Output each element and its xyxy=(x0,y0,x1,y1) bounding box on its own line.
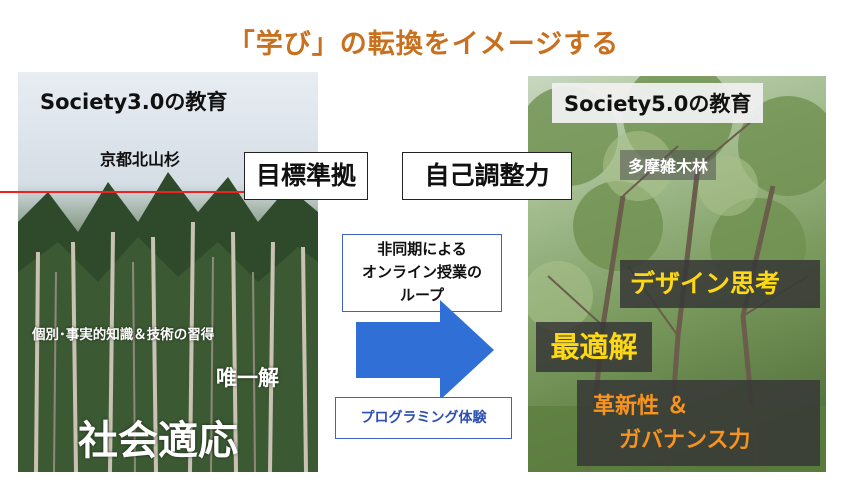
innovation-line-1: 革新性 ＆ xyxy=(593,394,689,419)
page-title: 「学び」の転換をイメージする xyxy=(227,29,620,60)
online-loop-note: 非同期による オンライン授業の ループ xyxy=(342,234,502,312)
design-thinking-label: デザイン思考 xyxy=(620,260,820,308)
online-note-line-1: 非同期による xyxy=(377,240,467,258)
transition-arrow-icon xyxy=(356,300,494,400)
red-strike-line xyxy=(0,191,340,193)
society5-heading: Society5.0の教育 xyxy=(552,83,764,123)
cedar-forest-photo xyxy=(18,72,318,472)
optimal-solution-label: 最適解 xyxy=(536,322,652,372)
kitayama-cedar-label: 京都北山杉 xyxy=(100,150,181,169)
goal-referenced-box: 目標準拠 xyxy=(244,152,368,200)
individual-knowledge-text: 個別･事実的知識＆技術の習得 xyxy=(32,327,215,343)
tama-woodland-label: 多摩雑木林 xyxy=(620,150,717,180)
innovation-line-2: ガバナンス力 xyxy=(619,428,751,453)
cedar-forest-illustration xyxy=(18,172,318,472)
self-regulation-box: 自己調整力 xyxy=(402,152,572,200)
social-adaptation-text: 社会適応 xyxy=(78,418,238,464)
online-note-line-2: オンライン授業の xyxy=(361,263,482,281)
online-note-line-3: ループ xyxy=(399,286,445,304)
unique-answer-text: 唯一解 xyxy=(216,366,279,390)
society3-heading: Society3.0の教育 xyxy=(40,90,228,114)
innovation-governance-label: 革新性 ＆ ガバナンス力 xyxy=(577,380,820,466)
programming-experience-note: プログラミング体験 xyxy=(335,397,512,439)
